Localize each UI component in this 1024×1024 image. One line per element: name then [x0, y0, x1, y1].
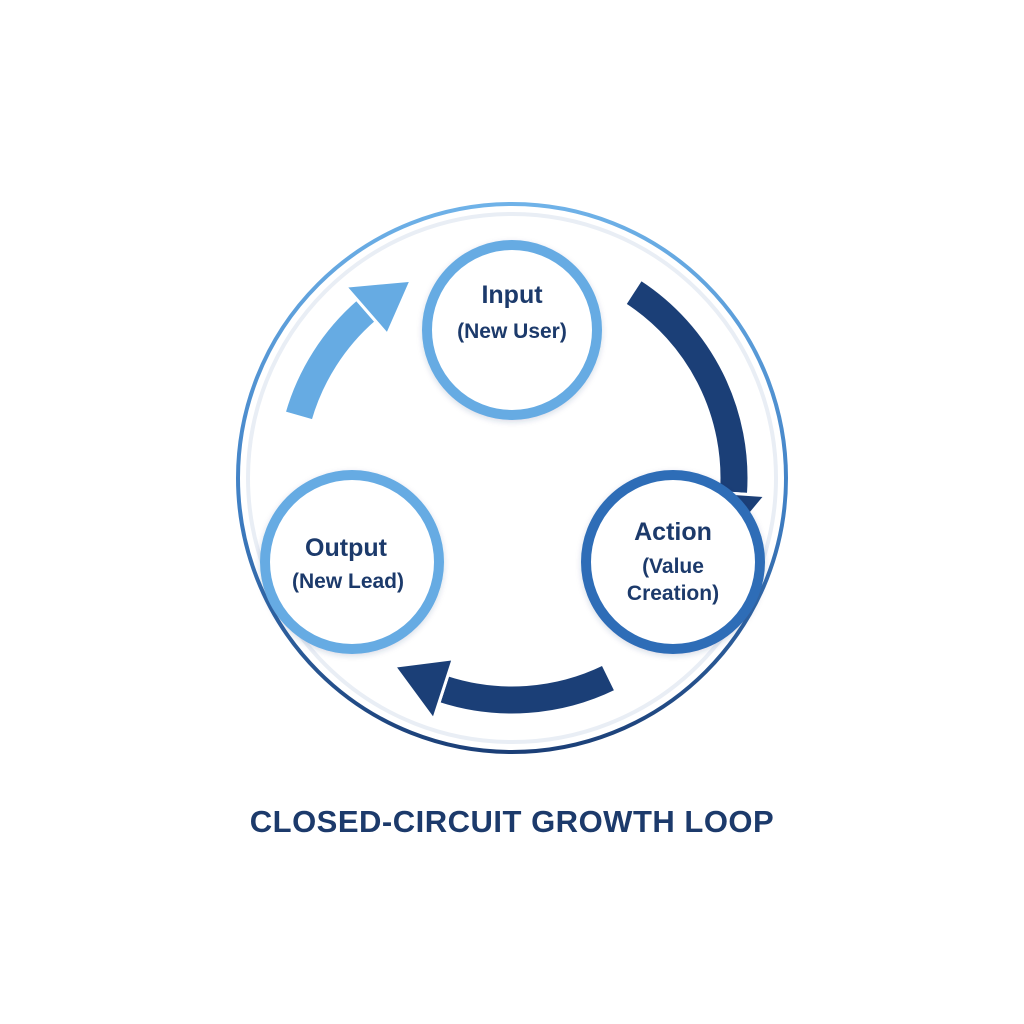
arrow-output-to-input-head — [343, 278, 413, 337]
node-output — [260, 470, 444, 654]
node-action-subtitle-line: Creation) — [627, 582, 719, 605]
node-input — [422, 240, 602, 420]
arrow-action-to-output-body — [436, 662, 618, 717]
diagram-title: CLOSED-CIRCUIT GROWTH LOOP — [249, 804, 775, 839]
node-output-title: Output — [305, 534, 388, 562]
node-action-title: Action — [634, 518, 712, 546]
node-action-circle — [581, 470, 765, 654]
inner-ring — [246, 212, 778, 744]
node-action-subtitle-line: (Value — [642, 555, 704, 578]
node-output-circle — [260, 470, 444, 654]
node-input-title: Input — [481, 281, 543, 309]
outer-ring — [236, 202, 788, 754]
arrow-action-to-output-head — [392, 657, 455, 722]
node-action — [581, 470, 765, 654]
node-output-subtitle-line: (New Lead) — [292, 570, 404, 593]
arrow-output-to-input-body — [282, 297, 379, 423]
node-input-subtitle-line: (New User) — [457, 320, 567, 343]
node-input-circle — [422, 240, 602, 420]
